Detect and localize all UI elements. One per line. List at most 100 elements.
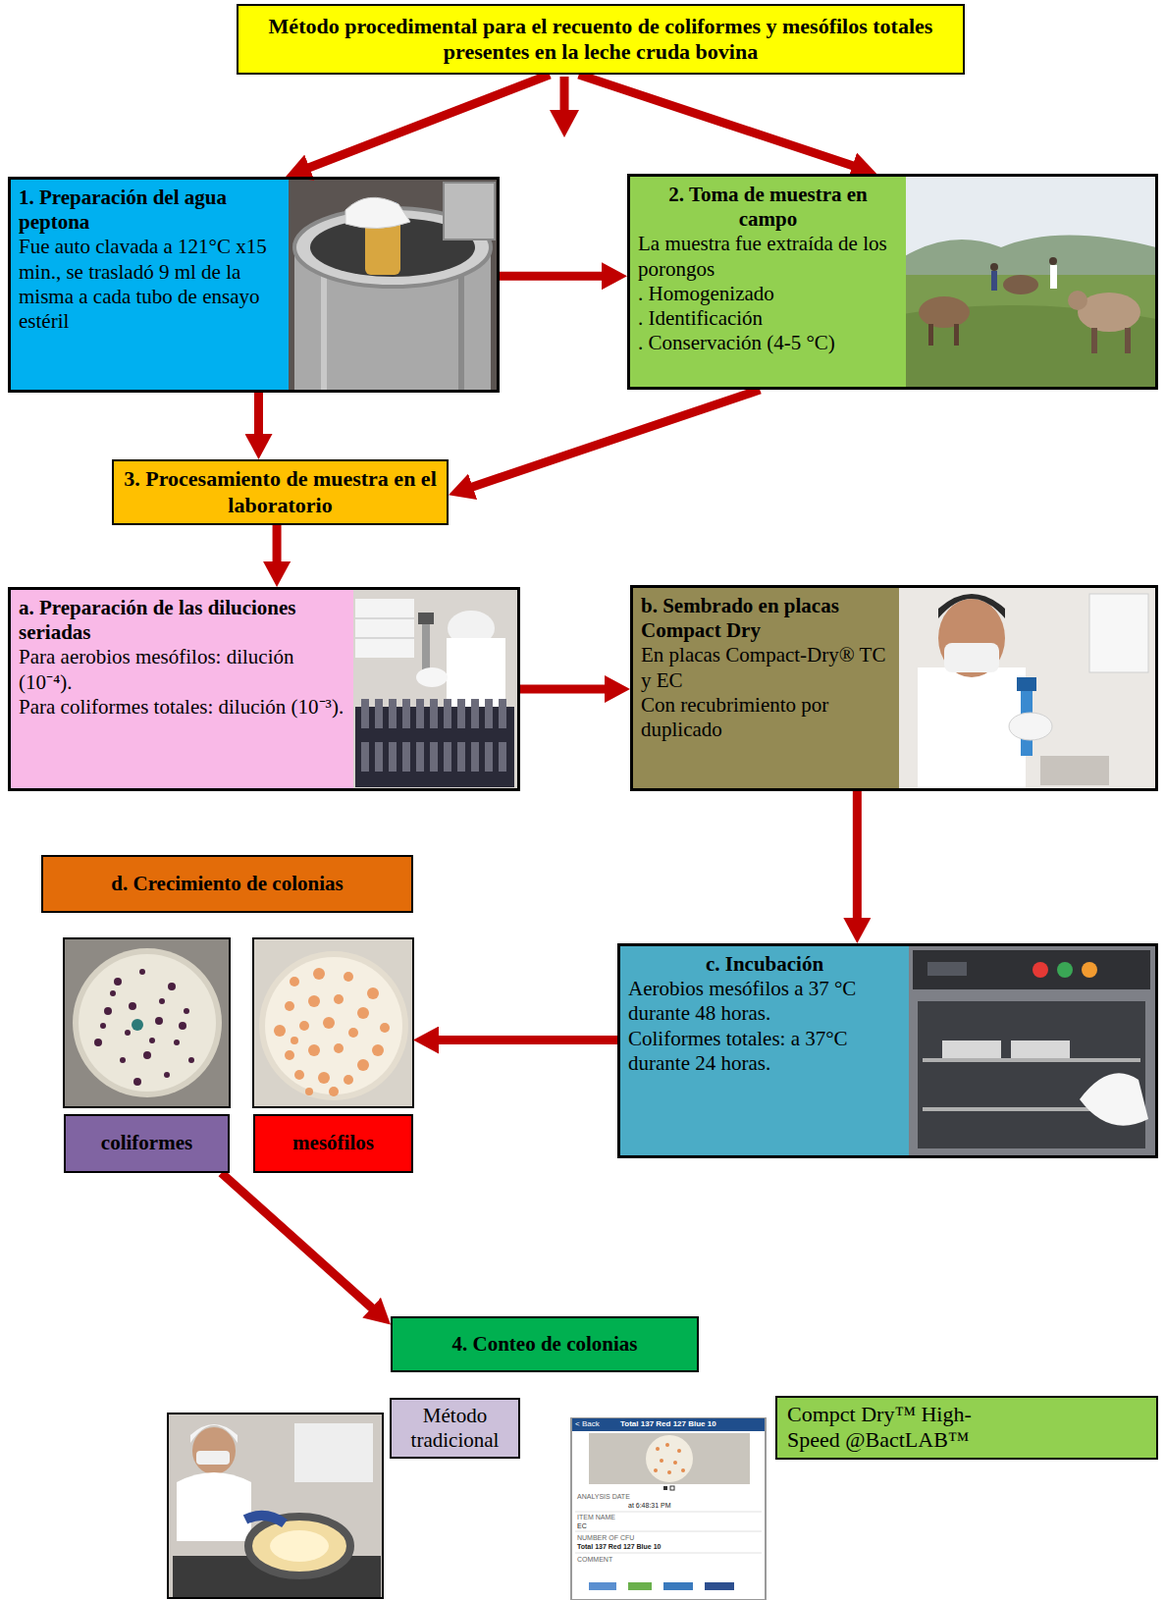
illustration-shape bbox=[902, 176, 1157, 388]
illustration-shape bbox=[653, 1468, 658, 1473]
box-heading: a. Preparación de las diluciones seriada… bbox=[18, 595, 346, 645]
mesophile-plate-photo bbox=[253, 938, 414, 1108]
illustration-shape bbox=[305, 1087, 314, 1096]
box-heading: b. Sembrado en placas Compact Dry bbox=[640, 593, 892, 643]
illustration-shape bbox=[1032, 961, 1049, 978]
illustration-shape bbox=[902, 235, 1157, 278]
illustration-shape bbox=[429, 698, 438, 729]
illustration-shape bbox=[355, 637, 415, 639]
illustration-shape bbox=[1067, 290, 1088, 311]
illustration-shape bbox=[361, 741, 370, 772]
illustration-shape bbox=[918, 296, 970, 328]
illustration-shape bbox=[458, 264, 465, 391]
flow-arrow bbox=[221, 1172, 378, 1314]
illustration-shape bbox=[294, 1423, 373, 1483]
box-text: . Conservación (4-5 °C) bbox=[637, 330, 899, 356]
illustration-shape bbox=[78, 953, 216, 1092]
illustration-shape bbox=[471, 741, 479, 772]
illustration-shape bbox=[163, 1071, 170, 1078]
illustration-shape bbox=[653, 1442, 686, 1475]
illustration-shape bbox=[645, 1434, 693, 1483]
box-text: Fue auto clavada a 121°C x15 min., se tr… bbox=[18, 234, 281, 334]
box-heading: c. Incubación bbox=[628, 952, 901, 977]
illustration-shape bbox=[333, 994, 344, 1005]
plate-label-box: coliformes bbox=[63, 938, 230, 1173]
illustration-shape bbox=[322, 1016, 335, 1029]
illustration-shape bbox=[308, 995, 320, 1007]
illustration-shape bbox=[285, 178, 499, 391]
illustration-shape bbox=[429, 741, 438, 772]
incubator-photo bbox=[905, 946, 1157, 1157]
box-text: . Identificación bbox=[637, 306, 899, 331]
illustration-shape bbox=[348, 1027, 359, 1038]
method-box: Método tradicional bbox=[389, 1397, 521, 1459]
flow-arrow bbox=[579, 74, 860, 168]
illustration-shape bbox=[663, 1582, 693, 1590]
flow-arrow bbox=[302, 74, 550, 171]
illustration-shape bbox=[284, 1050, 295, 1060]
plate-label: mesófilos bbox=[253, 1113, 414, 1173]
illustration-shape bbox=[938, 598, 1006, 678]
flow-arrow bbox=[254, 392, 264, 442]
illustration-shape bbox=[320, 264, 327, 391]
illustration-shape bbox=[416, 698, 424, 729]
illustration-shape bbox=[416, 741, 424, 772]
illustration-shape bbox=[673, 1460, 678, 1465]
illustration-shape bbox=[571, 1418, 766, 1600]
illustration-shape bbox=[443, 741, 452, 772]
substep-box: c. IncubaciónAerobios mesófilos a 37 °C … bbox=[617, 943, 1159, 1159]
illustration-shape bbox=[628, 1582, 652, 1590]
illustration-shape bbox=[361, 698, 370, 729]
illustration-shape bbox=[167, 982, 176, 991]
illustration-shape bbox=[131, 1018, 144, 1031]
box-text: Con recubrimiento por duplicado bbox=[640, 692, 892, 742]
illustration-shape bbox=[1003, 274, 1039, 295]
illustration-shape bbox=[94, 968, 195, 1086]
illustration-shape bbox=[313, 967, 325, 980]
app-screenshot bbox=[571, 1418, 766, 1600]
illustration-shape bbox=[560, 76, 570, 114]
illustration-shape bbox=[167, 1413, 383, 1598]
box-text: . Homogenizado bbox=[637, 281, 899, 307]
illustration-shape bbox=[357, 1059, 370, 1071]
illustration-shape bbox=[905, 946, 1157, 1157]
illustration-shape bbox=[681, 1468, 686, 1473]
illustration-shape bbox=[245, 1515, 285, 1524]
illustration-shape bbox=[273, 1024, 286, 1037]
illustration-shape bbox=[659, 1458, 664, 1463]
illustration-shape bbox=[575, 1511, 762, 1513]
illustration-shape bbox=[109, 990, 116, 997]
box-heading: d. Crecimiento de colonias bbox=[110, 871, 343, 897]
step-box: 4. Conteo de colonias bbox=[390, 1316, 699, 1373]
illustration-shape bbox=[418, 612, 434, 625]
plate-label: coliformes bbox=[63, 1113, 230, 1173]
illustration-shape bbox=[549, 109, 580, 138]
step-box: 2. Toma de muestra en campoLa muestra fu… bbox=[627, 173, 1159, 390]
box-text: La muestra fue extraída de los porongos bbox=[637, 231, 899, 281]
screen-text: ITEM NAME bbox=[577, 1513, 616, 1522]
illustration-shape bbox=[367, 987, 379, 1000]
illustration-shape bbox=[113, 977, 122, 986]
illustration-shape bbox=[575, 1552, 762, 1554]
illustration-shape bbox=[498, 698, 507, 729]
illustration-shape bbox=[1016, 677, 1037, 691]
illustration-shape bbox=[498, 741, 507, 772]
box-heading: 2. Toma de muestra en campo bbox=[637, 182, 899, 232]
illustration-shape bbox=[158, 998, 165, 1005]
dilution-photo bbox=[350, 589, 519, 790]
illustration-shape bbox=[416, 667, 448, 688]
illustration-shape bbox=[176, 1472, 252, 1541]
step-panel: b. Sembrado en placas Compact DryEn plac… bbox=[633, 587, 900, 789]
screen-text: EC bbox=[577, 1522, 587, 1531]
illustration-shape bbox=[1040, 755, 1110, 786]
illustration-shape bbox=[139, 968, 146, 975]
illustration-shape bbox=[190, 1424, 238, 1443]
illustration-shape bbox=[100, 1022, 106, 1029]
flow-arrow bbox=[430, 1035, 618, 1045]
box-heading: 4. Conteo de colonias bbox=[452, 1331, 638, 1357]
illustration-shape bbox=[104, 1006, 112, 1015]
illustration-shape bbox=[253, 938, 414, 1108]
illustration-shape bbox=[173, 1039, 180, 1046]
box-text: En placas Compact-Dry® TC y EC bbox=[640, 642, 892, 692]
screen-text: NUMBER OF CFU bbox=[577, 1534, 635, 1542]
